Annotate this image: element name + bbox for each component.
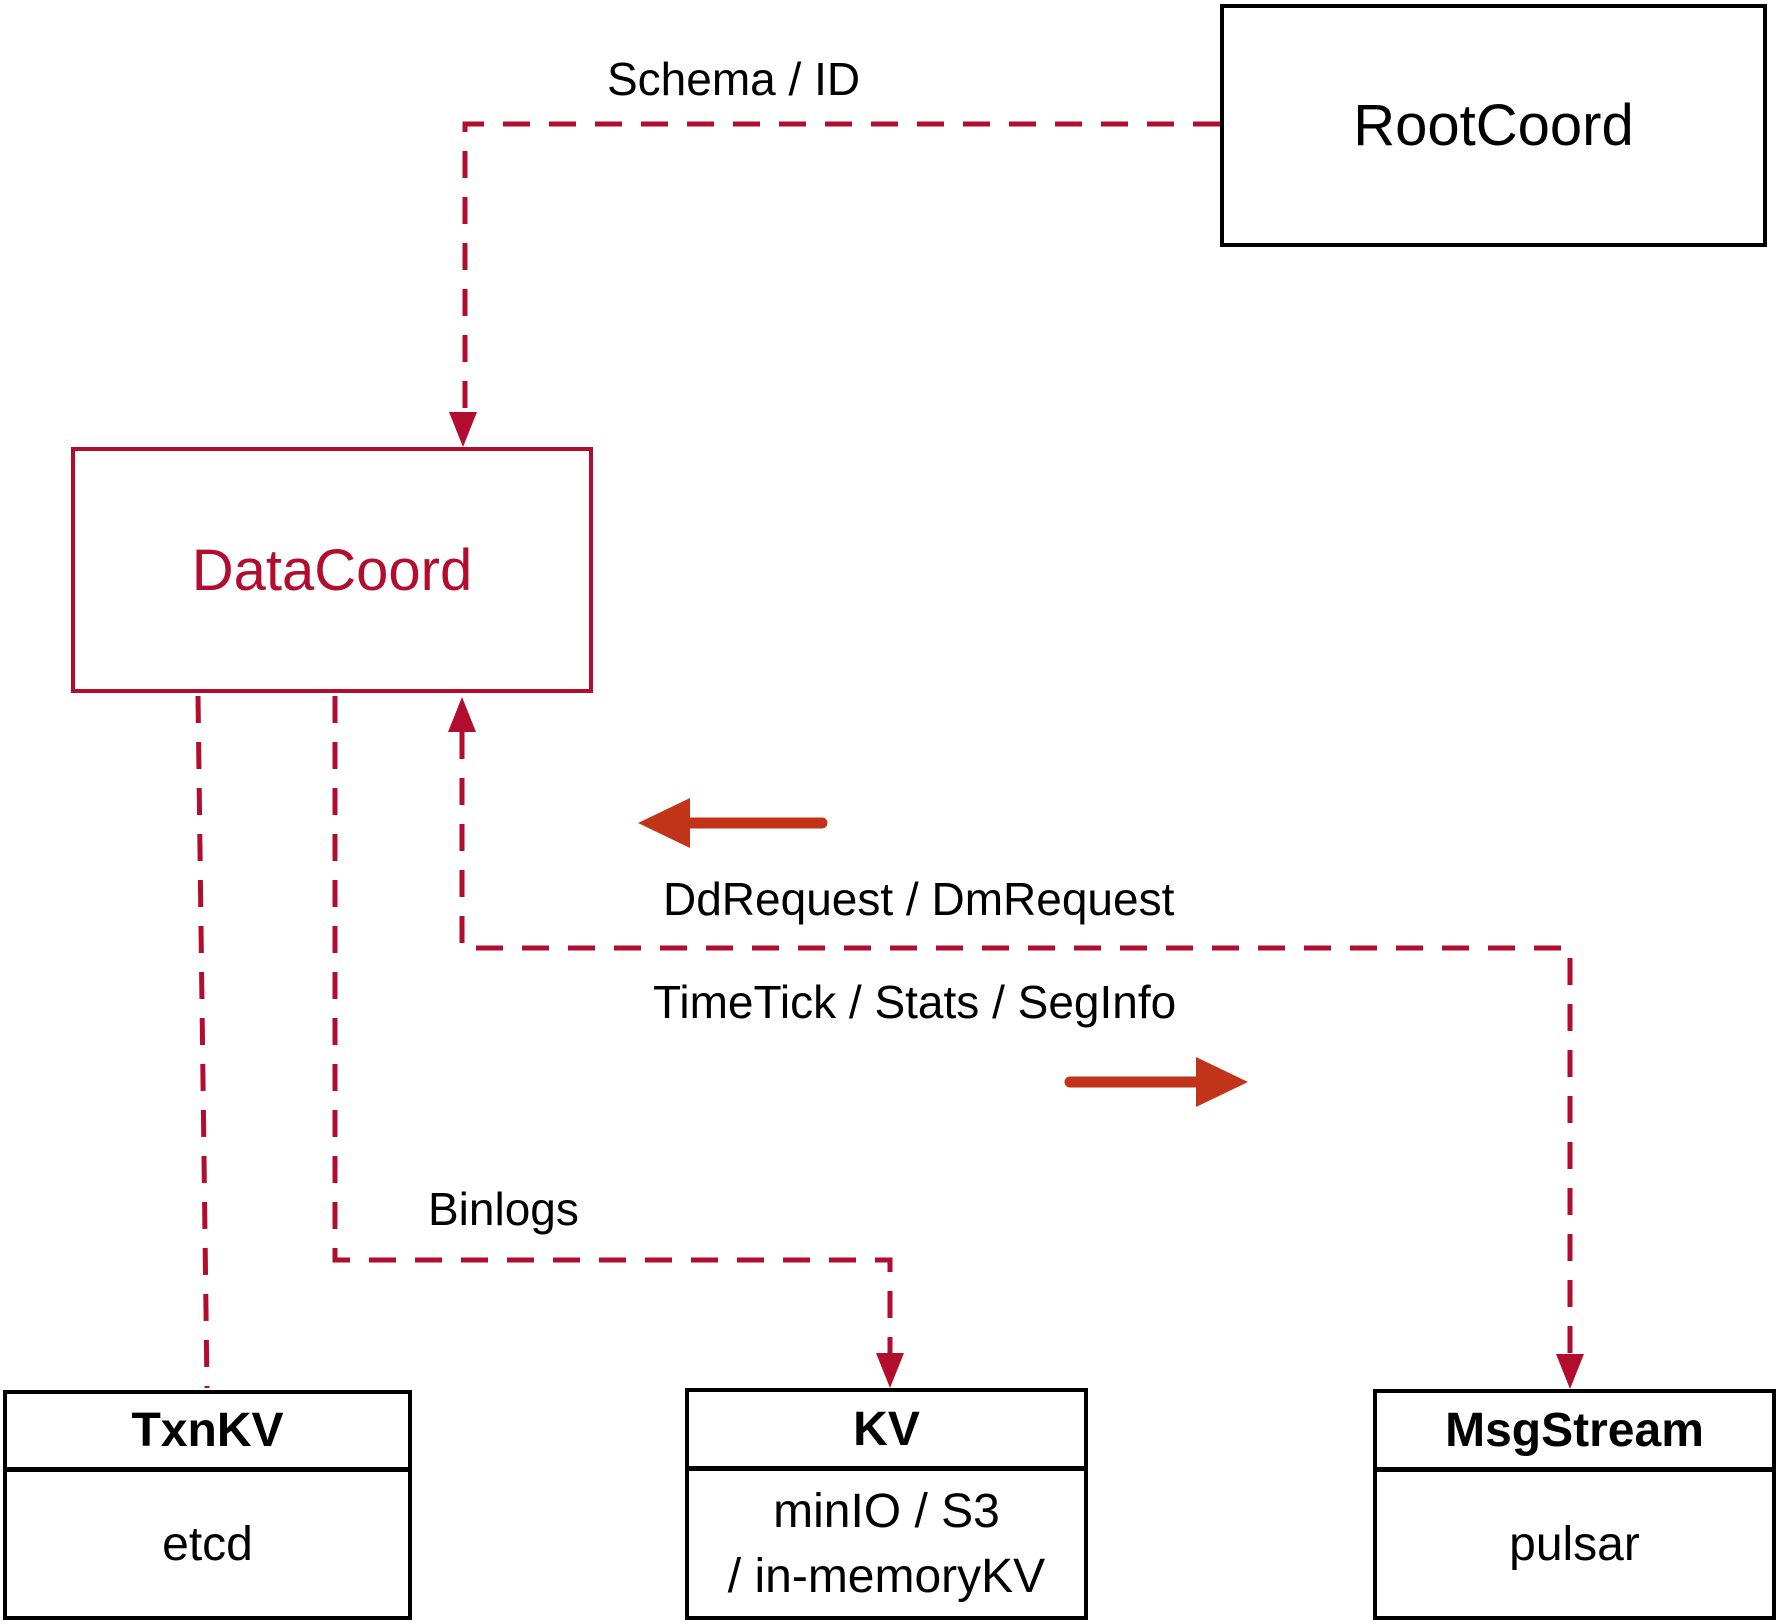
edge-msgstream-loop <box>459 732 1573 1354</box>
arrowhead-into-msgstream <box>1556 1354 1584 1389</box>
rootcoord-label: RootCoord <box>1353 93 1634 158</box>
arrowhead-into-datacoord-bottom <box>448 697 476 732</box>
arrowhead-into-kv <box>876 1353 904 1388</box>
edge-label-binlogs: Binlogs <box>428 1183 579 1235</box>
node-msgstream: MsgStream pulsar <box>1373 1389 1776 1620</box>
kv-title: KV <box>689 1392 1084 1471</box>
left-direction-arrow-head <box>638 798 690 848</box>
edge-label-dd-dm-request: DdRequest / DmRequest <box>663 873 1175 925</box>
msgstream-title: MsgStream <box>1377 1393 1772 1472</box>
node-rootcoord: RootCoord <box>1220 4 1767 247</box>
right-direction-arrow-head <box>1196 1057 1248 1107</box>
kv-impl-line2: / in-memoryKV <box>727 1549 1046 1603</box>
edge-binlogs <box>332 696 893 1353</box>
txnkv-impl-label: etcd <box>162 1517 253 1571</box>
node-datacoord: DataCoord <box>71 447 593 693</box>
edge-label-timetick-stats-seginfo: TimeTick / Stats / SegInfo <box>653 976 1177 1028</box>
txnkv-title: TxnKV <box>7 1394 408 1472</box>
kv-body: minIO / S3 / in-memoryKV <box>689 1471 1084 1616</box>
datacoord-label: DataCoord <box>191 537 473 603</box>
node-kv: KV minIO / S3 / in-memoryKV <box>685 1388 1088 1620</box>
msgstream-body: pulsar <box>1377 1472 1772 1616</box>
msgstream-impl-label: pulsar <box>1509 1517 1640 1571</box>
arrowhead-into-datacoord-top <box>449 412 477 447</box>
edge-label-schema-id: Schema / ID <box>607 53 861 105</box>
edge-schema-id <box>462 121 1220 412</box>
edge-datacoord-txnkv <box>195 695 210 1389</box>
node-txnkv: TxnKV etcd <box>3 1390 412 1620</box>
txnkv-body: etcd <box>7 1472 408 1616</box>
kv-impl-line1: minIO / S3 <box>773 1484 1000 1538</box>
